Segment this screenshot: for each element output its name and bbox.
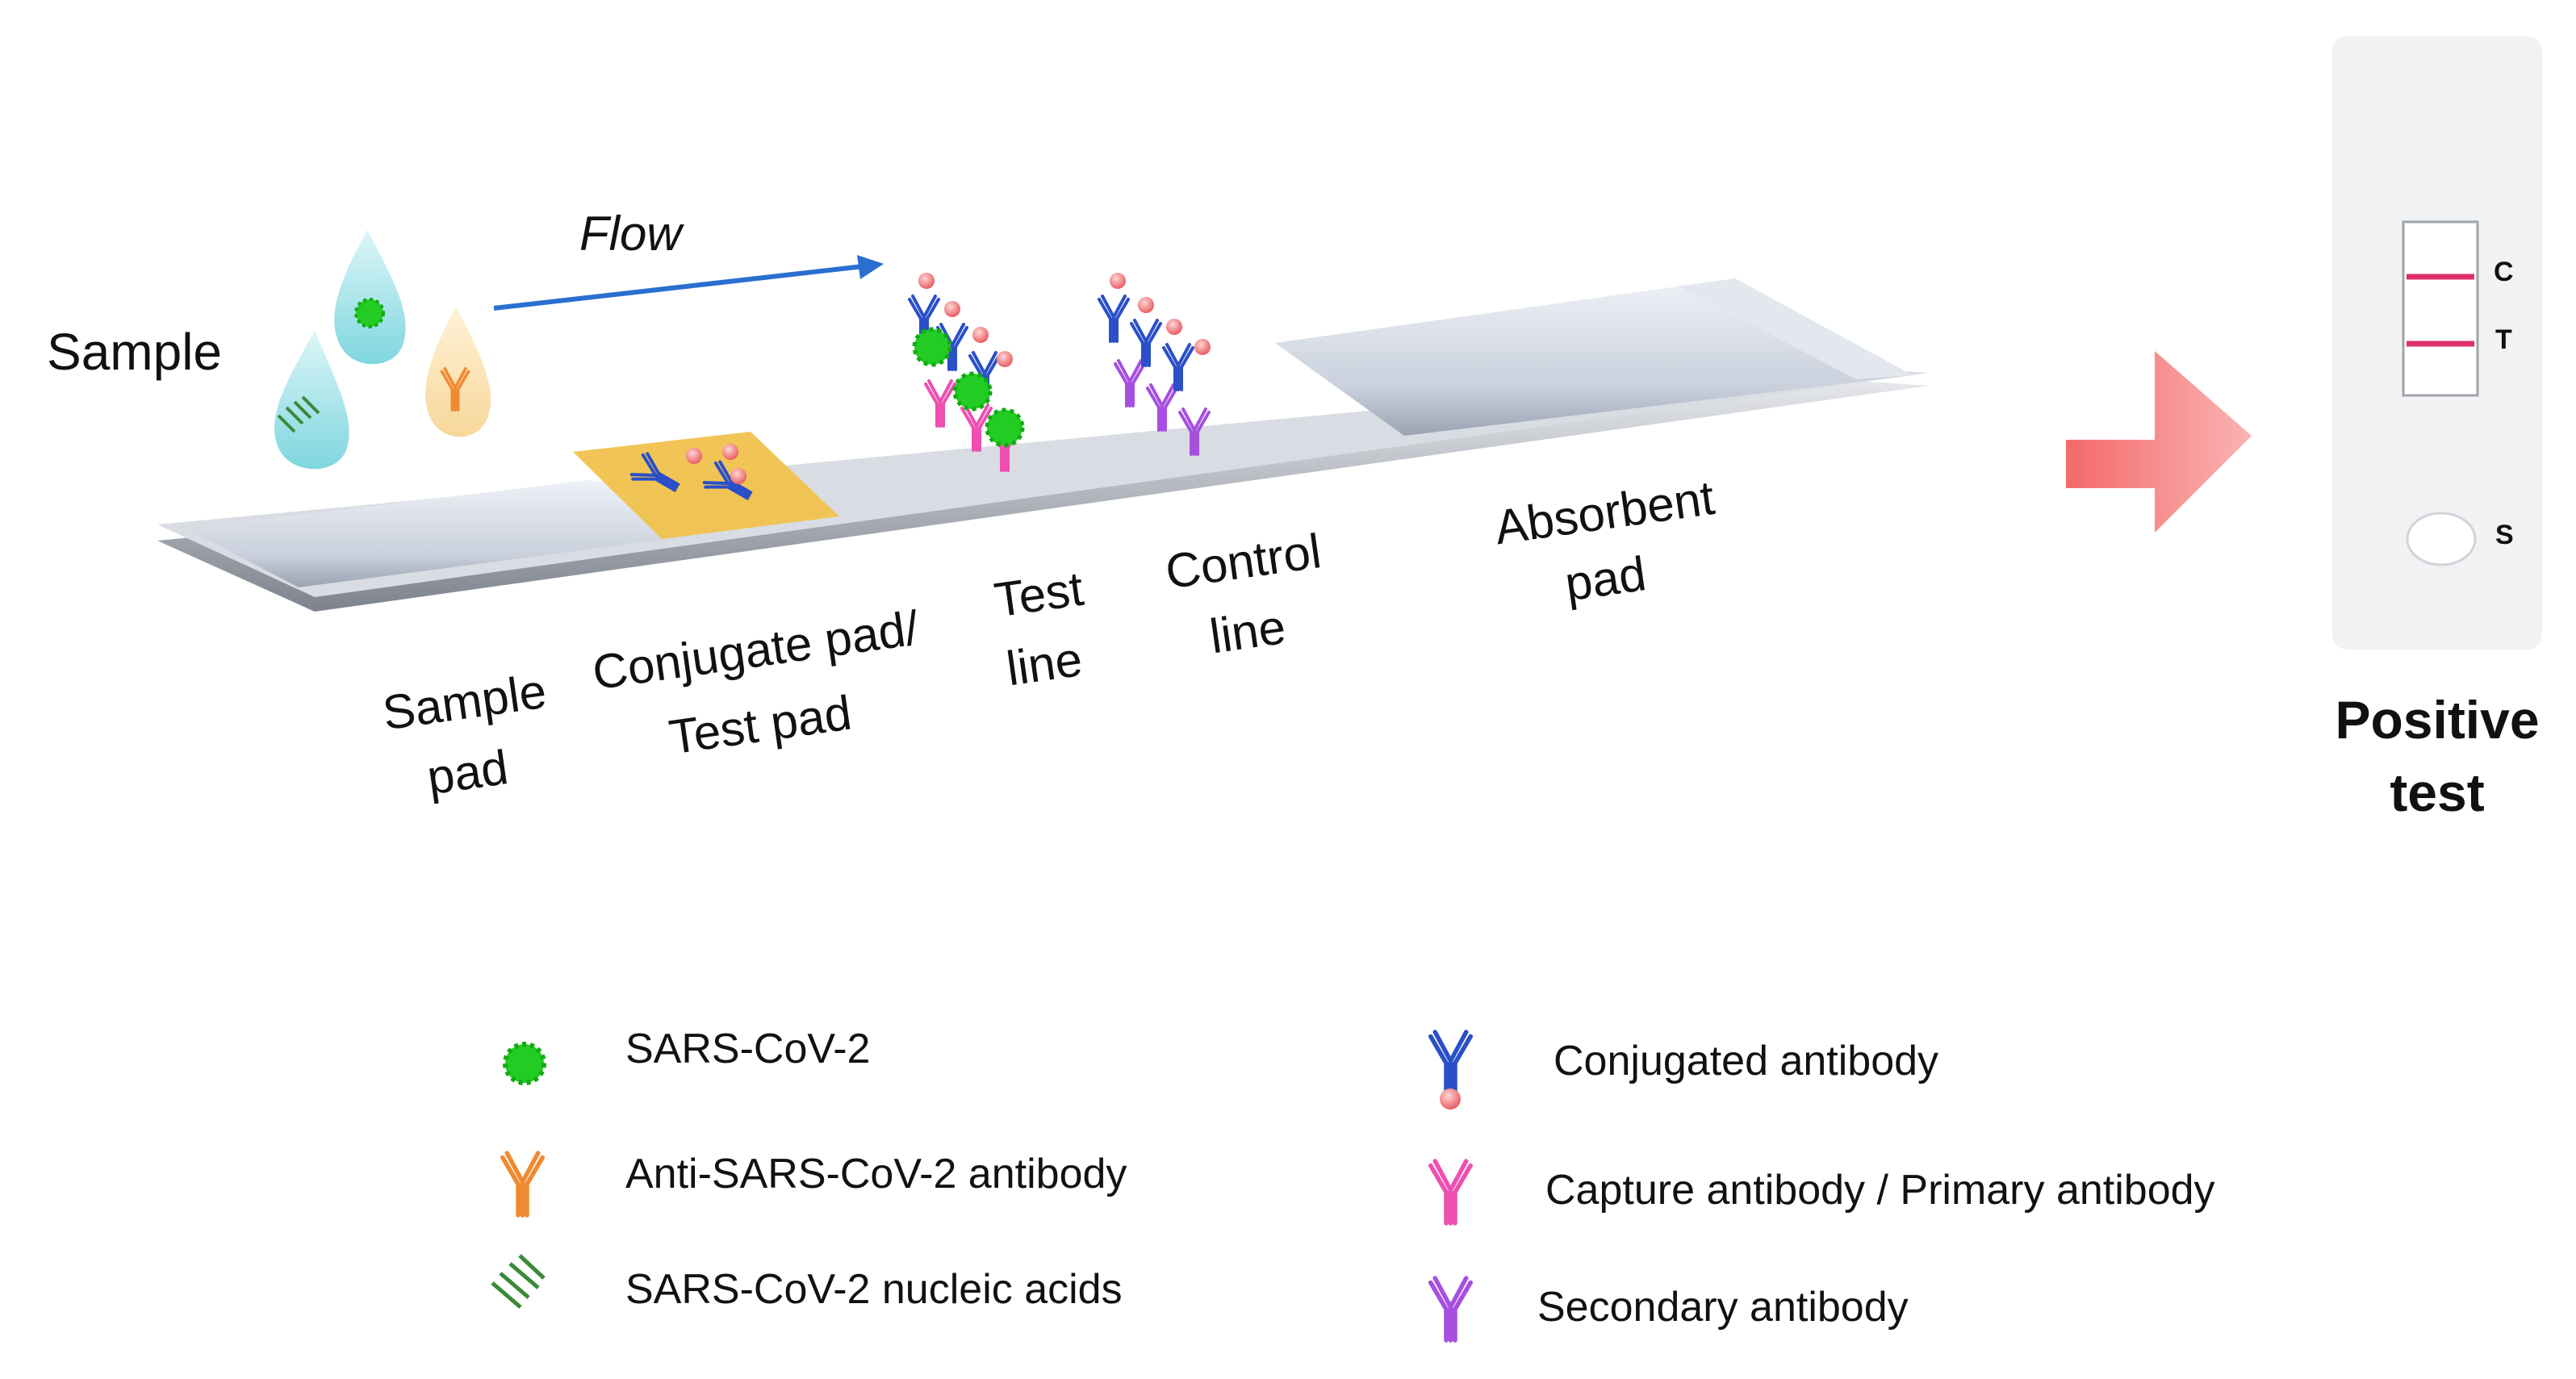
flow-arrow — [493, 255, 884, 311]
result-label-1: Positive — [2335, 690, 2540, 750]
test-line-antibodies — [910, 273, 1025, 470]
sample-drops — [274, 230, 491, 470]
sample-well — [2406, 512, 2477, 566]
legend-capture-antibody-icon — [1431, 1161, 1471, 1223]
test-strip — [157, 278, 1929, 612]
legend-label-capture-antibody: Capture antibody / Primary antibody — [1545, 1167, 2215, 1214]
test-cassette — [2332, 36, 2542, 650]
sample-pad-label-2: pad — [424, 740, 512, 805]
legend-secondary-antibody-icon — [1431, 1278, 1471, 1340]
absorbent-pad-label-2: pad — [1562, 546, 1650, 612]
cassette-s-label: S — [2495, 520, 2514, 550]
test-line-label-2: line — [1003, 631, 1085, 696]
result-window — [2402, 220, 2479, 397]
cassette-c-label: C — [2494, 257, 2514, 287]
drop-antibody — [425, 307, 491, 437]
legend-label-anti-sars-antibody: Anti-SARS-CoV-2 antibody — [625, 1151, 1127, 1197]
legend-label-nucleic-acid: SARS-CoV-2 nucleic acids — [625, 1266, 1123, 1313]
cassette-t-label: T — [2495, 324, 2512, 355]
legend-label-virus: SARS-CoV-2 — [625, 1026, 871, 1072]
legend-conjugated-antibody-icon — [1431, 1032, 1471, 1094]
conjugate-pad — [573, 432, 839, 539]
flow-label: Flow — [579, 207, 682, 261]
drop-virus — [334, 230, 406, 365]
legend-anti-sars-antibody-icon — [503, 1153, 543, 1215]
result-label-2: test — [2390, 763, 2485, 822]
sample-label: Sample — [47, 323, 222, 381]
legend-virus-icon — [503, 1042, 546, 1085]
result-arrow — [2066, 351, 2252, 533]
legend-label-conjugated-antibody: Conjugated antibody — [1554, 1038, 1939, 1084]
nucleic-acid-icon — [277, 395, 320, 433]
legend-icons — [491, 1032, 1471, 1340]
drop-nucleic — [274, 331, 349, 470]
virus-icon — [354, 298, 385, 328]
legend-nucleic-acid-icon — [491, 1254, 546, 1309]
control-line-label-2: line — [1206, 599, 1289, 664]
legend-label-secondary-antibody: Secondary antibody — [1537, 1284, 1909, 1331]
conjugate-pad-antibodies — [630, 444, 756, 508]
control-line-antibodies — [1099, 273, 1211, 454]
